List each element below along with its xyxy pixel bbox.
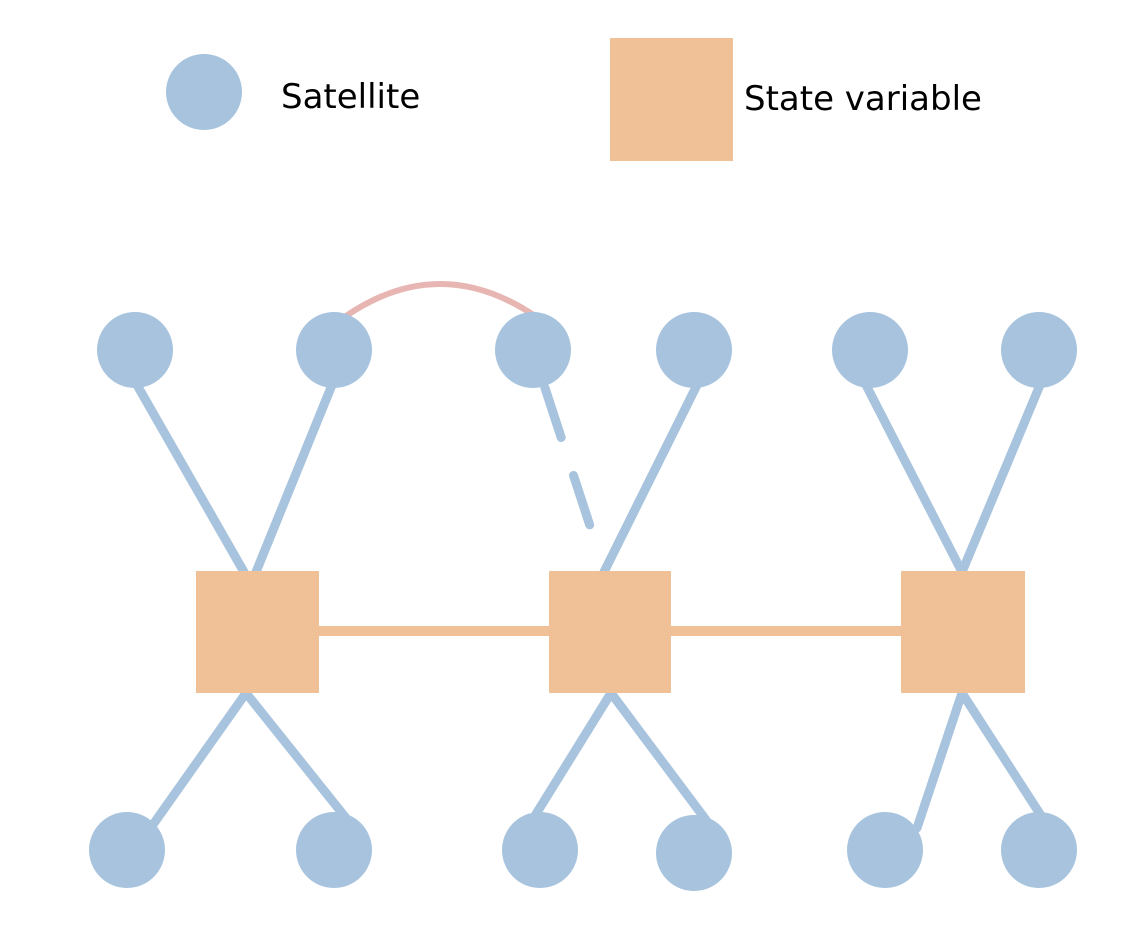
satellites <box>89 312 1077 891</box>
link-sat-top-3-dashed <box>540 383 597 537</box>
link-sat-top-6 <box>957 380 1045 577</box>
satellite-top-3 <box>495 312 571 388</box>
link-sat-top-4 <box>599 380 702 577</box>
satellite-bottom-4 <box>656 815 732 891</box>
satellite-bottom-3 <box>502 812 578 888</box>
link-sat-bottom-3 <box>531 688 616 819</box>
satellite-bottom-5 <box>847 812 923 888</box>
satellite-bottom-6 <box>1001 812 1077 888</box>
legend-state-variable-symbol <box>610 38 733 161</box>
inter-satellite-arc <box>343 281 538 319</box>
legend-satellite-label: Satellite <box>281 77 420 117</box>
legend: Satellite State variable <box>166 38 982 161</box>
link-sat-bottom-2 <box>241 688 351 823</box>
link-sat-bottom-1 <box>147 688 251 831</box>
link-sat-top-2 <box>251 380 337 577</box>
satellite-top-1 <box>97 312 173 388</box>
link-sat-top-5 <box>861 380 967 577</box>
satellite-top-4 <box>656 312 732 388</box>
satellite-links <box>132 380 1045 833</box>
link-sat-top-1 <box>132 380 249 577</box>
satellite-top-2 <box>296 312 372 388</box>
satellite-bottom-1 <box>89 812 165 888</box>
state-variable-3 <box>901 571 1025 693</box>
link-sat-bottom-4 <box>606 688 711 825</box>
state-variable-2 <box>549 571 671 693</box>
satellite-bottom-2 <box>296 812 372 888</box>
legend-state-variable-label: State variable <box>744 79 982 119</box>
satellite-top-5 <box>832 312 908 388</box>
link-sat-bottom-6 <box>957 688 1045 819</box>
satellite-top-6 <box>1001 312 1077 388</box>
legend-satellite-symbol <box>166 54 242 130</box>
state-variables <box>196 571 1025 693</box>
state-variable-1 <box>196 571 319 693</box>
link-sat-bottom-5 <box>912 688 967 833</box>
